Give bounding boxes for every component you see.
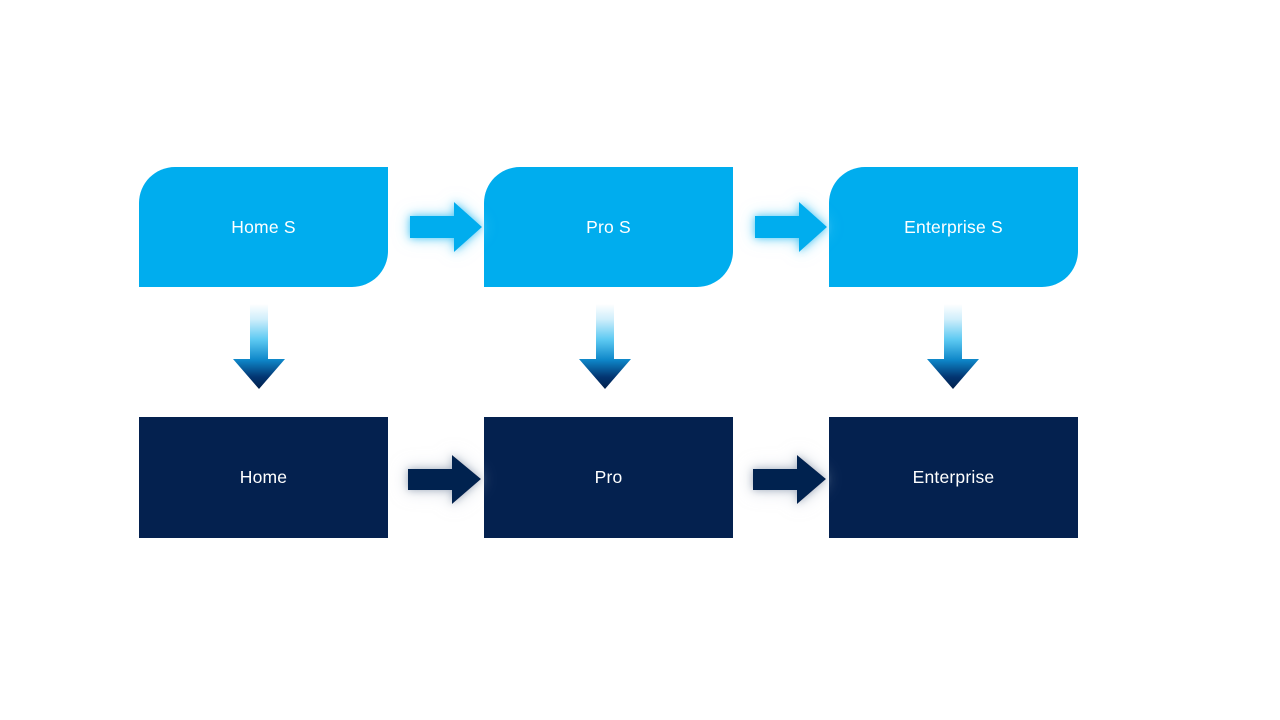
- node-pro-s-label: Pro S: [586, 216, 631, 237]
- node-home[interactable]: Home: [139, 417, 388, 538]
- arrow-right-pro-s-to-enterprise-s: [751, 198, 831, 256]
- node-enterprise-label: Enterprise: [912, 467, 995, 487]
- node-enterprise[interactable]: Enterprise: [829, 417, 1078, 538]
- arrow-down-home-s-to-home: [228, 302, 290, 392]
- arrow-right-home-s-to-pro-s: [406, 198, 486, 256]
- arrow-down-pro-s-to-pro: [574, 302, 636, 392]
- arrow-right-home-to-pro: [402, 449, 486, 509]
- node-home-label: Home: [239, 467, 288, 487]
- arrow-down-enterprise-s-to-enterprise: [922, 302, 984, 392]
- node-pro[interactable]: Pro: [484, 417, 733, 538]
- node-pro-s[interactable]: Pro S: [484, 167, 733, 287]
- node-home-s[interactable]: Home S: [139, 167, 388, 287]
- arrow-right-pro-to-enterprise: [747, 449, 831, 509]
- node-enterprise-s[interactable]: Enterprise S: [829, 167, 1078, 287]
- node-enterprise-s-label: Enterprise S: [904, 216, 1003, 237]
- node-home-s-label: Home S: [231, 216, 296, 237]
- node-pro-label: Pro: [594, 467, 623, 487]
